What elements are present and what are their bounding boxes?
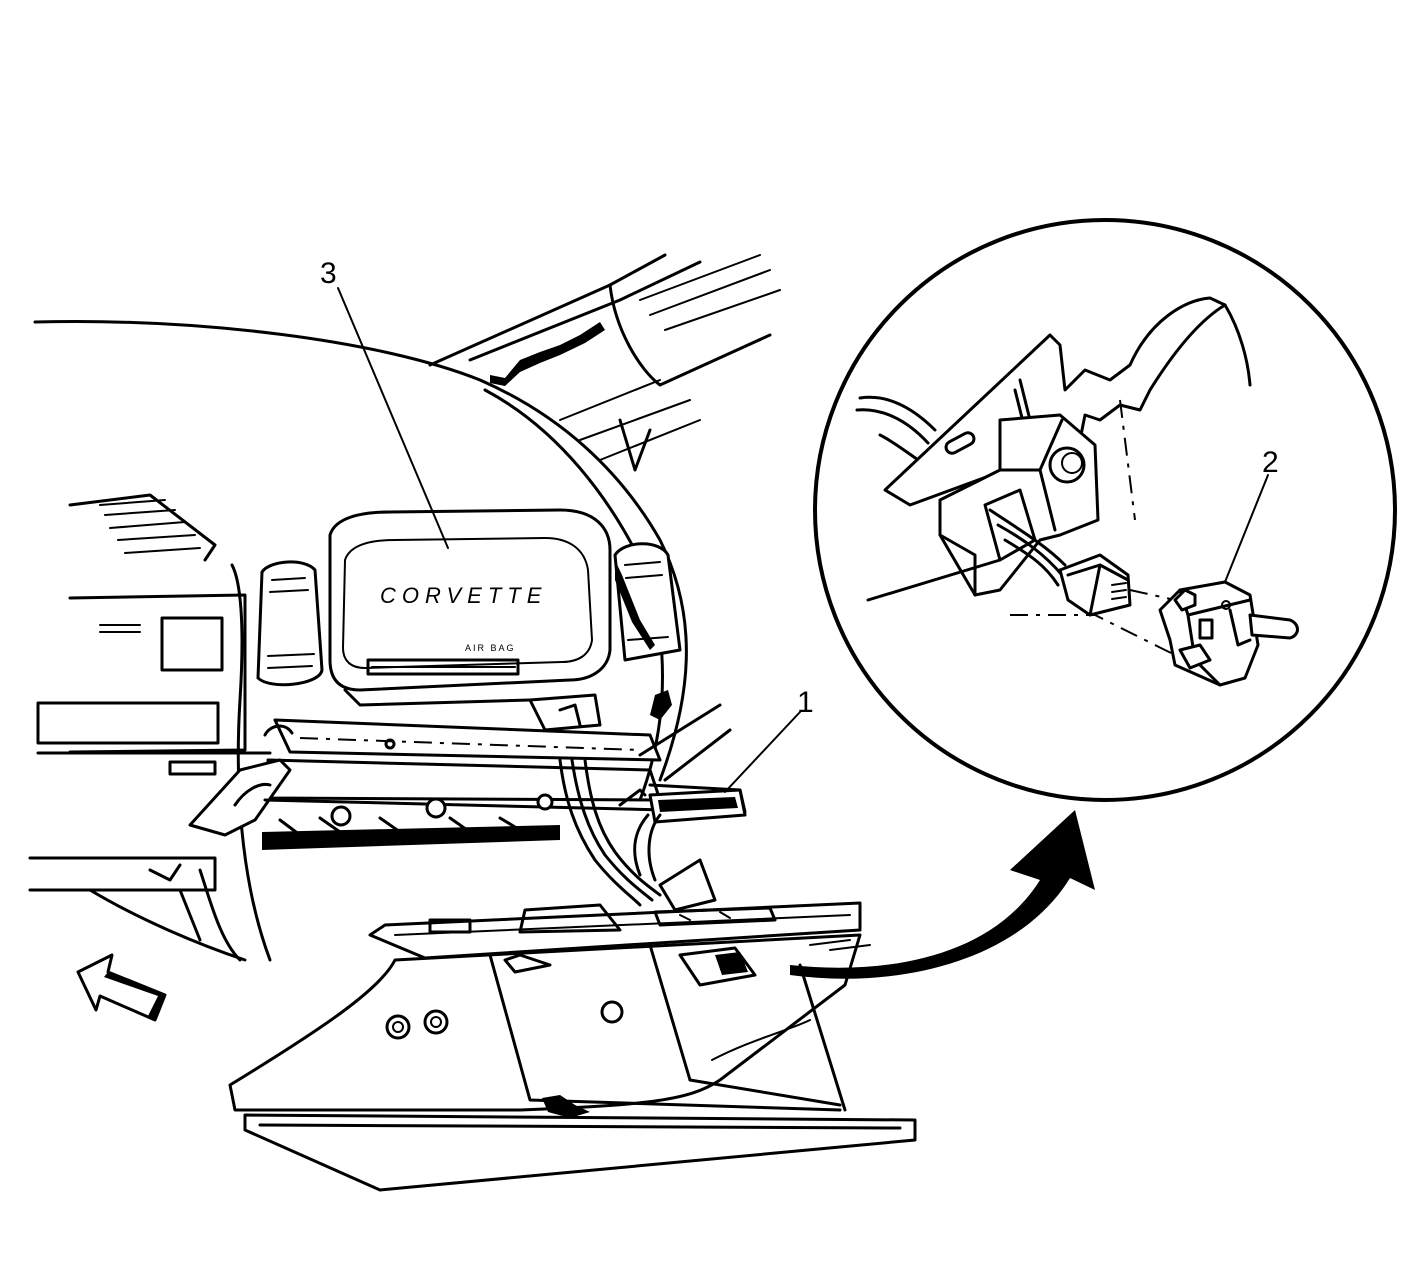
callout-2: 2 (1262, 446, 1279, 479)
instrument-panel-outline (33, 253, 781, 802)
air-bag-label-text: AIR BAG (465, 643, 516, 653)
glove-box-frame (188, 690, 747, 907)
view-direction-arrow-icon (76, 953, 167, 1022)
right-vent (613, 542, 682, 662)
callout-leaders (337, 287, 1269, 793)
dash-left-panel (28, 493, 324, 962)
curved-arrow-icon (790, 810, 1095, 979)
air-bag-brand-text: CORVETTE (380, 583, 547, 608)
glove-box (228, 858, 917, 1192)
callout-3: 3 (320, 257, 337, 290)
air-bag-module: CORVETTE AIR BAG (328, 508, 612, 707)
detail-view (813, 218, 1397, 802)
callout-1: 1 (797, 686, 814, 719)
